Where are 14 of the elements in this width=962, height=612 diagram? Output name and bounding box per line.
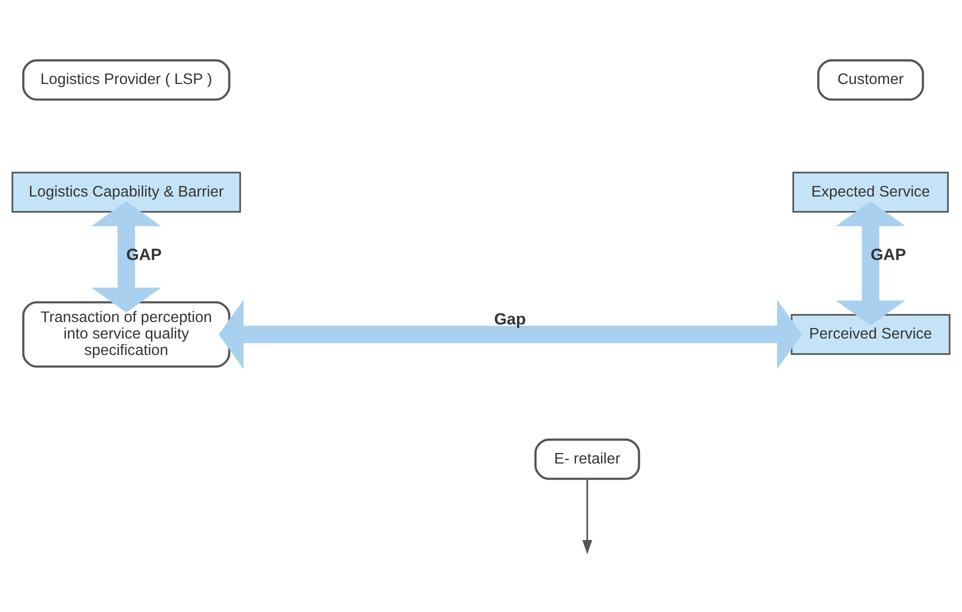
node-box: Customer — [817, 58, 924, 100]
node-box: Logistics Capability & Barrier — [12, 171, 241, 212]
edge-label: GAP — [126, 245, 162, 264]
node-box: Expected Service — [792, 171, 949, 212]
node-box: Perceived Service — [790, 314, 950, 354]
node-box: Logistics Provider ( LSP ) — [22, 58, 230, 100]
edge-label: Gap — [494, 310, 526, 328]
arrow — [218, 299, 802, 369]
arrow — [836, 200, 906, 325]
node-box: Transaction of perception into service quality specification — [22, 300, 230, 368]
arrow — [91, 200, 162, 312]
edge-label: GAP — [870, 245, 906, 264]
node-box: E- retailer — [534, 438, 640, 480]
arrow — [582, 478, 592, 554]
